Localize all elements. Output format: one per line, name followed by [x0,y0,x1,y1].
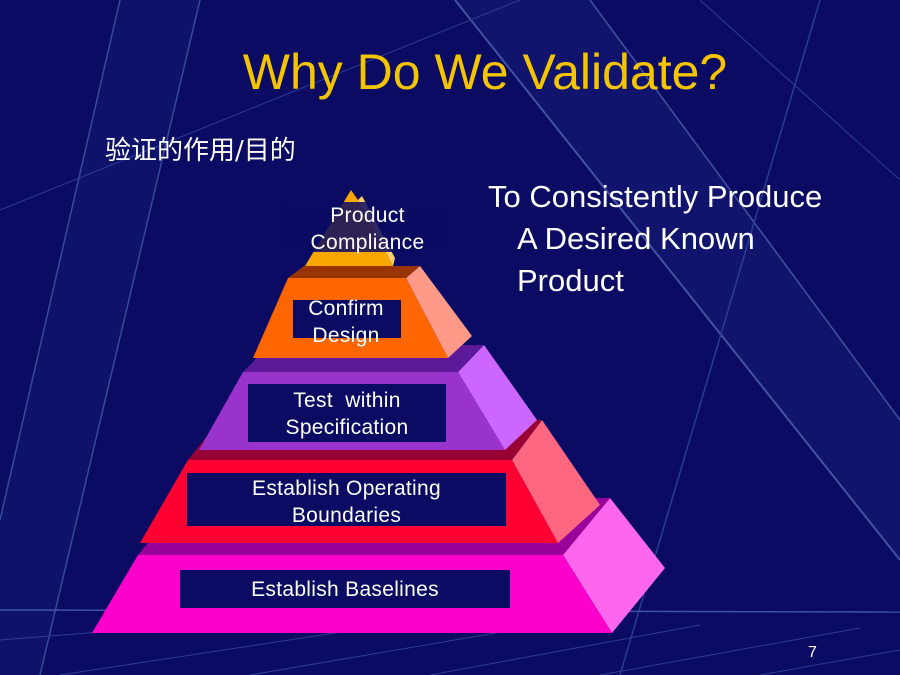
slide-title: Why Do We Validate? [242,44,728,100]
goal-line-3: Product [517,263,624,298]
pyramid-label-level-1: Product Compliance [285,202,450,256]
slide-subtitle: 验证的作用/目的 [105,136,296,166]
pyramid-label-level-5: Establish Baselines [180,570,510,608]
goal-line-1: To Consistently Produce [488,179,823,214]
pyramid-label-level-2: Confirm Design [270,294,422,350]
level-4-line-1: Establish Operating [252,477,441,500]
level-3-line-2: Specification [285,416,409,439]
level-4-line-2: Boundaries [291,504,402,527]
label-box-level-4 [187,473,506,526]
pyramid-label-level-4: Establish Operating Boundaries [187,475,506,529]
label-box-level-1 [285,202,450,252]
level-1-line-1: Product [330,204,405,227]
level-3-line-1: Test within [293,389,401,412]
level-5-line-1: Establish Baselines [251,577,439,601]
pyramid-level-3-side [458,345,537,450]
label-box-level-2 [293,300,401,338]
pyramid-level-2-top [288,266,420,278]
label-box-level-5 [180,570,510,608]
goal-statement: To Consistently Produce A Desired Known … [488,176,888,302]
pyramid-level-5-side [563,498,665,633]
level-2-line-1: Confirm [308,297,384,320]
level-2-line-2: Design [312,324,380,347]
pyramid-level-2-side [406,266,472,358]
level-1-line-2: Compliance [310,231,425,254]
label-box-level-3 [248,384,446,442]
pyramid-label-level-3: Test within Specification [248,386,446,442]
goal-line-2: A Desired Known [517,221,755,256]
pyramid-level-4-side [512,420,600,543]
page-number: 7 [808,644,817,661]
